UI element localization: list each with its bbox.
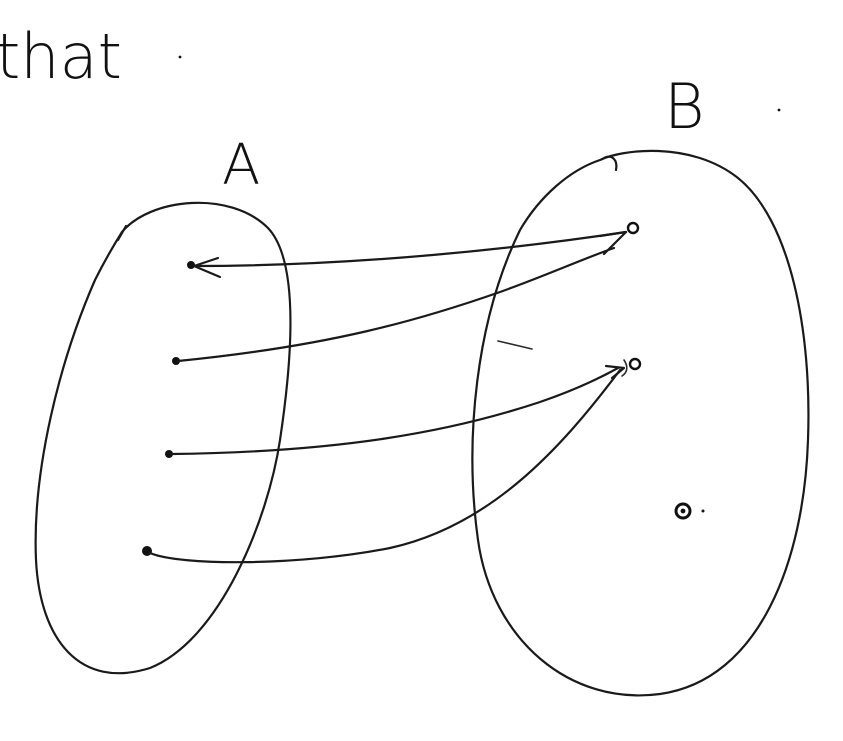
- arrow-a3-to-b2: [169, 366, 620, 456]
- arrowhead-b1: [598, 230, 628, 256]
- element-b3-center: [680, 508, 686, 514]
- element-b3-mark: [701, 509, 705, 513]
- arrow-a4-to-b2: [148, 368, 622, 564]
- set-b-label: B: [664, 70, 705, 143]
- element-a2: [172, 357, 180, 365]
- element-a3: [165, 450, 173, 458]
- arrowhead-a1: [192, 256, 222, 279]
- element-a4: [142, 546, 152, 556]
- set-b-oval-tick: [602, 155, 618, 172]
- element-a1: [187, 261, 195, 269]
- set-a-label: A: [222, 133, 260, 198]
- arrow-b1-to-a1: [192, 230, 628, 268]
- stray-dot: [178, 55, 182, 59]
- stray-dot-b: [777, 108, 781, 112]
- set-b-oval: [471, 149, 810, 697]
- set-a-oval-overlap: [116, 224, 128, 242]
- element-b3: [674, 502, 692, 520]
- partial-word-that: that: [0, 20, 122, 93]
- arrow-a2-to-b1: [176, 246, 616, 363]
- stray-mark: [497, 340, 533, 350]
- arrowhead-b2-extra: [621, 359, 628, 377]
- element-b2: [628, 357, 642, 371]
- set-a-oval: [34, 201, 292, 675]
- element-b1: [626, 221, 640, 235]
